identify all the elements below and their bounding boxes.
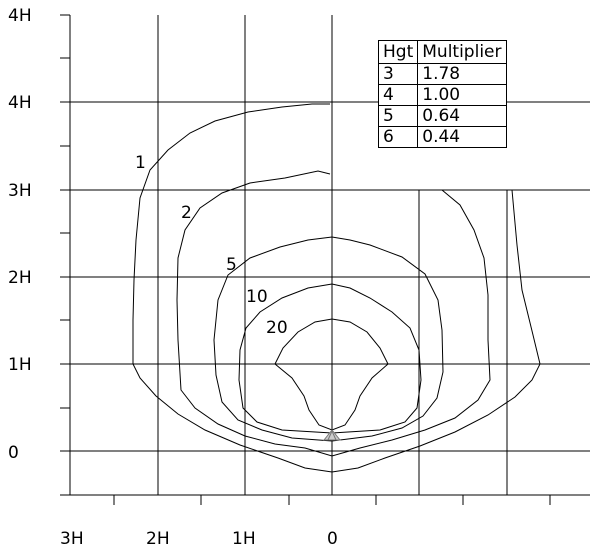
y-label-4h: 4H	[8, 93, 32, 113]
x-label-3h: 3H	[60, 529, 84, 548]
table-header-row: Hgt Multiplier	[377, 40, 507, 64]
table-row: 3 1.78	[377, 63, 507, 85]
grid	[60, 14, 590, 505]
table-row: 6 0.44	[377, 126, 507, 148]
light-source-marker	[322, 429, 342, 441]
table-header-hgt: Hgt	[377, 40, 419, 64]
table-cell-multiplier: 0.44	[417, 126, 507, 148]
table-cell-multiplier: 0.64	[417, 105, 507, 127]
contour-label-1: 1	[135, 153, 146, 173]
x-label-0: 0	[327, 529, 338, 548]
contour-5	[213, 236, 444, 442]
x-label-2h: 2H	[146, 529, 170, 548]
table-row: 4 1.00	[377, 84, 507, 106]
y-label-top: 4H	[8, 6, 32, 26]
table-header-multiplier: Multiplier	[417, 40, 507, 64]
table-cell-multiplier: 1.78	[417, 63, 507, 85]
contour-label-2: 2	[181, 203, 192, 223]
y-label-1h: 1H	[8, 355, 32, 375]
contour-label-10: 10	[246, 287, 268, 307]
table-row: 5 0.64	[377, 105, 507, 127]
y-label-0: 0	[8, 443, 19, 463]
y-label-3h: 3H	[8, 181, 32, 201]
table-cell-hgt: 6	[377, 126, 419, 148]
height-multiplier-table: Hgt Multiplier 3 1.78 4 1.00 5 0.64 6 0.…	[377, 40, 507, 148]
x-label-1h: 1H	[232, 529, 256, 548]
table-cell-multiplier: 1.00	[417, 84, 507, 106]
table-cell-hgt: 5	[377, 105, 419, 127]
contour-20	[274, 318, 389, 431]
table-cell-hgt: 4	[377, 84, 419, 106]
contour-label-20: 20	[266, 318, 288, 338]
table-cell-hgt: 3	[377, 63, 419, 85]
contour-label-5: 5	[226, 255, 237, 275]
y-label-2h: 2H	[8, 268, 32, 288]
contour-2	[176, 170, 491, 457]
contours	[132, 103, 541, 473]
contour-1	[132, 103, 541, 473]
